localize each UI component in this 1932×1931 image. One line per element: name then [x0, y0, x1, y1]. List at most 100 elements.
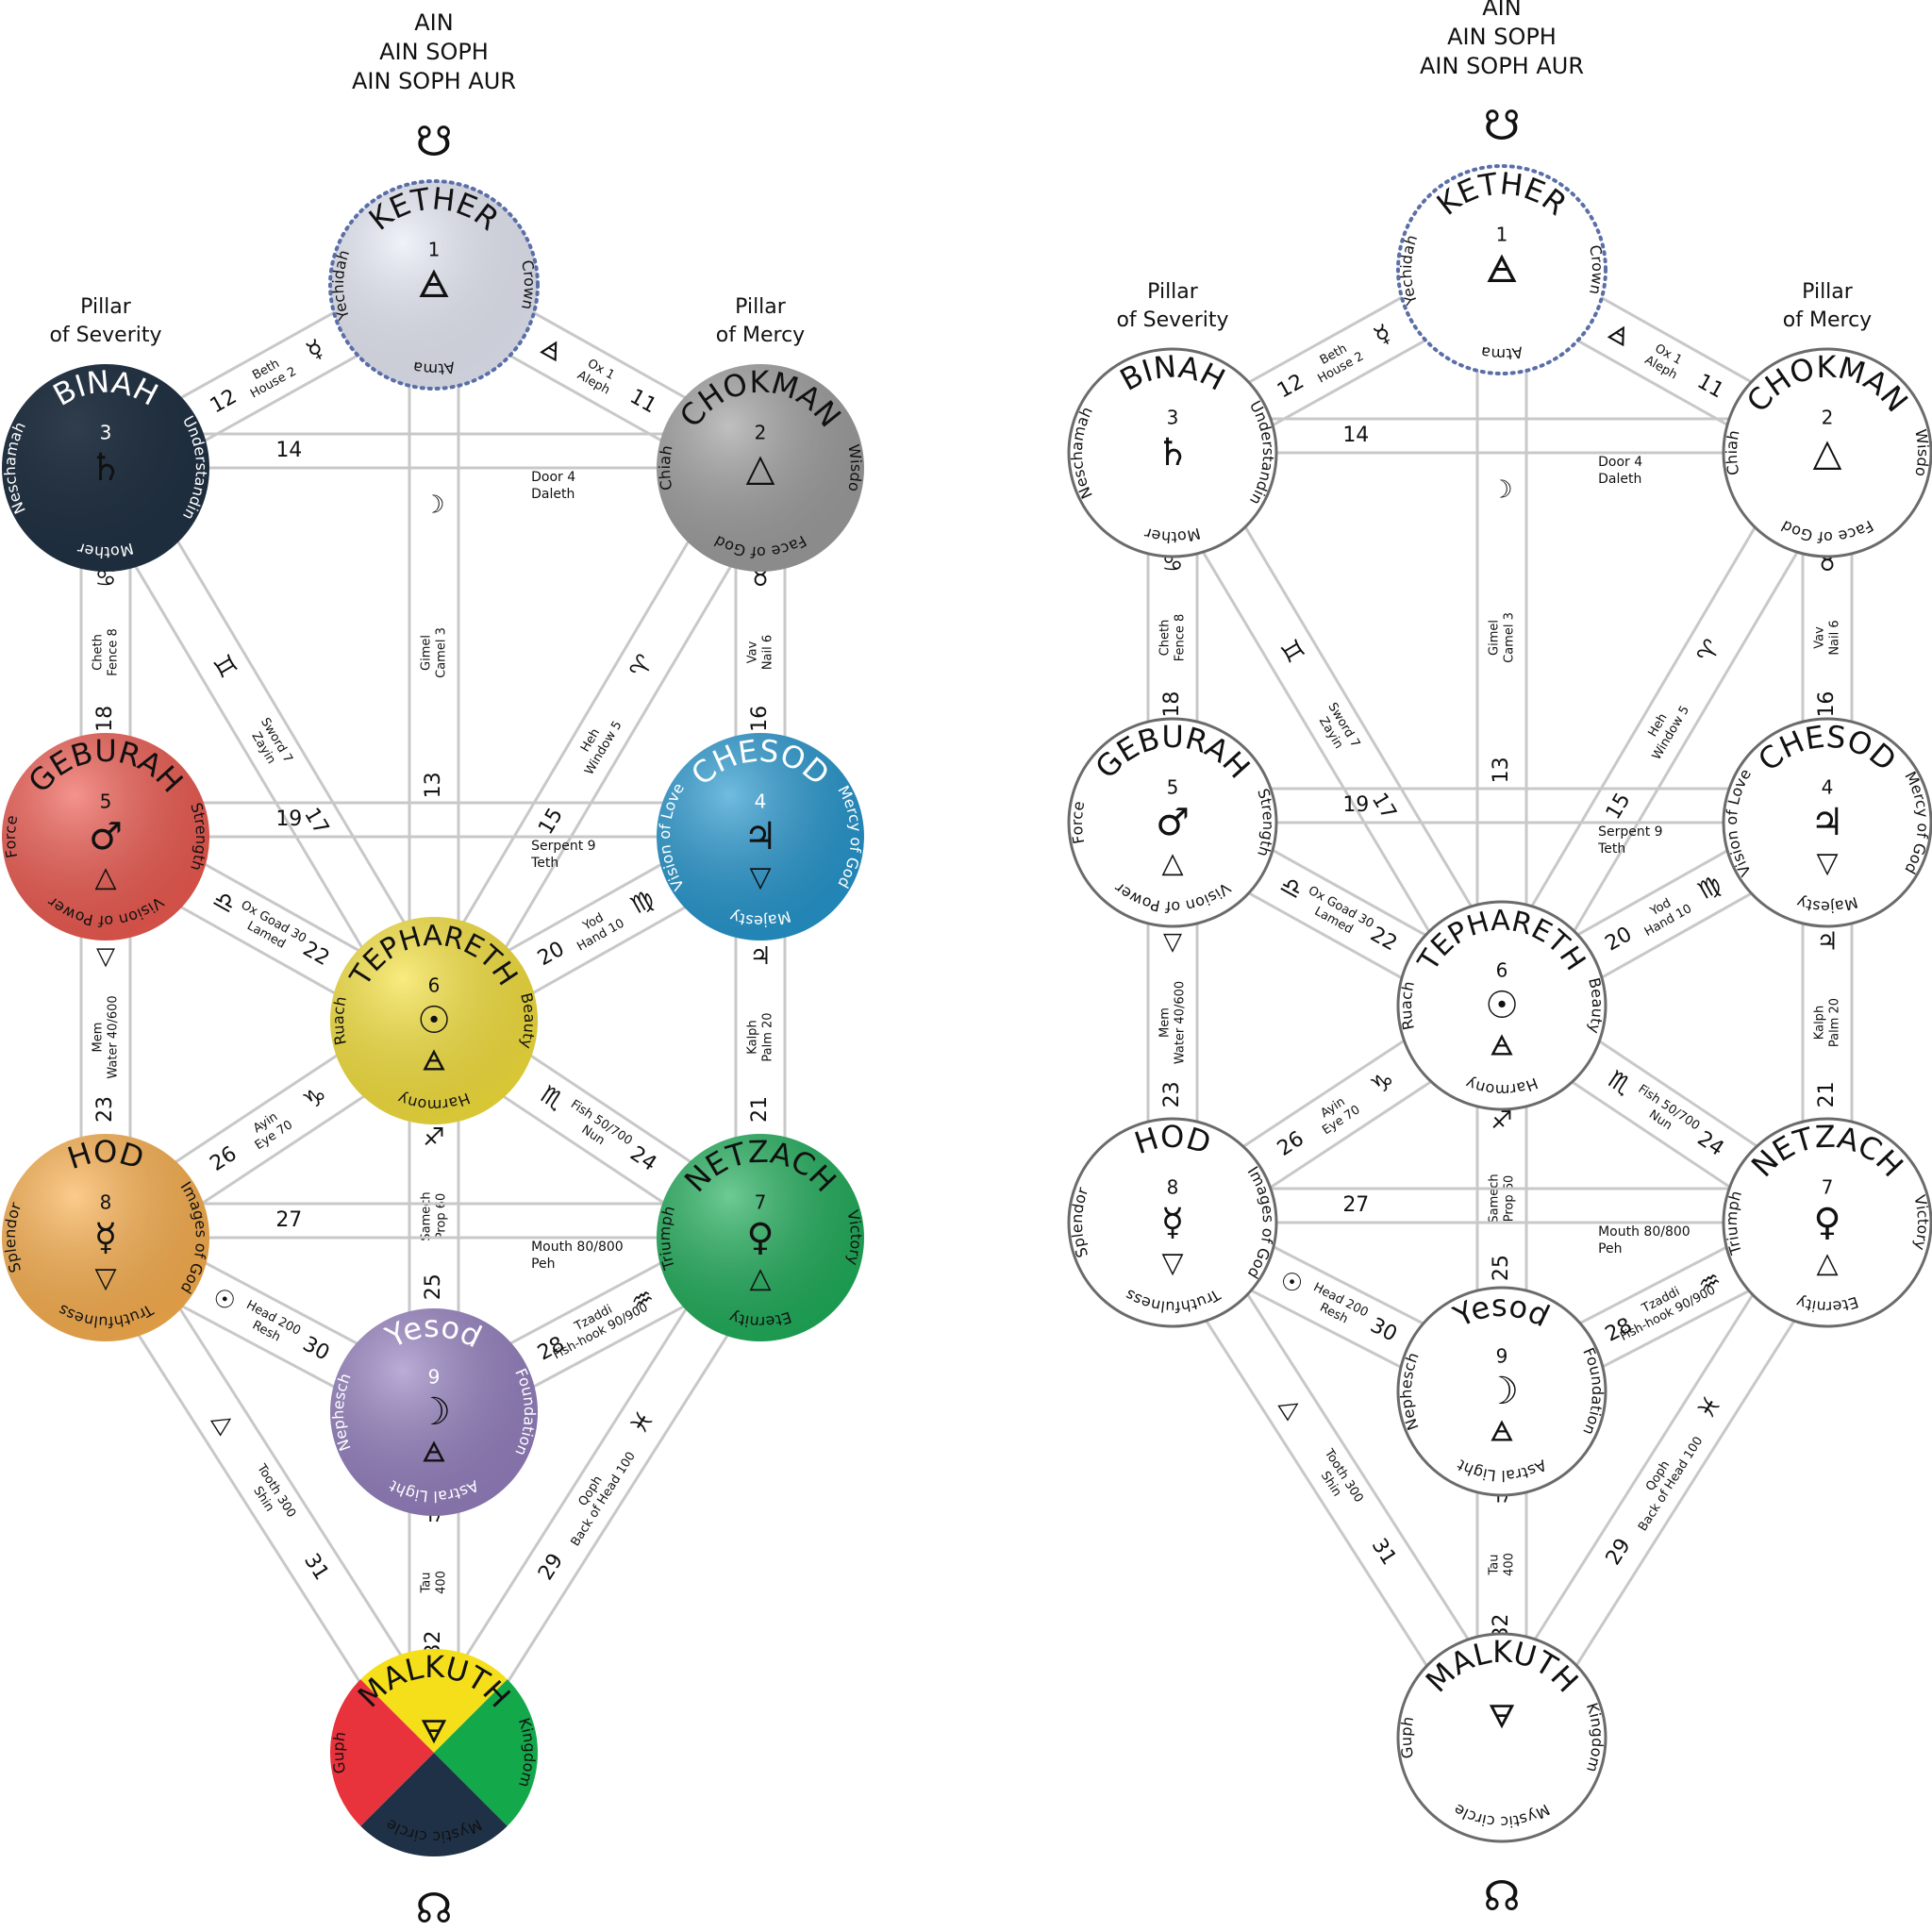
path-number: 12: [1274, 370, 1308, 403]
pillar-of-mercy-label: Pillar of Mercy: [1783, 280, 1872, 332]
sephirah-element-icon: △: [749, 1262, 771, 1295]
path-number: 25: [422, 1273, 445, 1300]
path-number: 22: [299, 938, 334, 971]
path-sign-icon: ☽: [1491, 476, 1512, 505]
path-sign-icon: ♈: [625, 650, 660, 683]
pillar-of-mercy-label: Pillar of Mercy: [716, 295, 805, 347]
path-sign-icon: ♃: [1816, 928, 1838, 957]
path-rail: [411, 1224, 741, 1740]
ain-heading: AIN AIN SOPH AIN SOPH AUR ☋: [1420, 0, 1584, 150]
path-14: 14: [106, 432, 760, 470]
path-letter: Tau: [1488, 1555, 1502, 1576]
path-letter: Cheth: [92, 634, 106, 671]
path-letter: Gimel: [1488, 620, 1502, 656]
sephirah-left-word: Chiah: [1723, 429, 1743, 477]
path-sign-icon: ▽: [1163, 928, 1182, 957]
sephirah-planet-icon: 🜃: [420, 1714, 448, 1752]
pillar-severity-line-2: of Severity: [1116, 308, 1228, 332]
sephirah-shade: [330, 917, 538, 1124]
path-number: 21: [748, 1096, 772, 1123]
sephirah-element-icon: △: [1816, 1247, 1838, 1280]
path-number: 14: [1342, 424, 1369, 447]
path-sign-icon: ♏: [1602, 1065, 1636, 1101]
sephirah-disc: [1396, 1632, 1607, 1843]
sephirah-element-icon: △: [1161, 847, 1183, 880]
pillar-severity-line-2: of Severity: [49, 324, 161, 347]
path-letter: Peh: [1598, 1241, 1622, 1257]
path-letter-name: Door 4: [1598, 455, 1642, 470]
path-number: 18: [1160, 691, 1184, 718]
path-letter-name: Palm 20: [1828, 998, 1842, 1047]
path-sign-icon: ♐: [1491, 1107, 1512, 1135]
path-sign-icon: ♊: [1274, 635, 1309, 668]
path-number: 23: [93, 1096, 117, 1123]
path-rail: [125, 1224, 457, 1740]
sephirah-right-word: Crown: [518, 258, 539, 311]
ain-line-2: AIN SOPH: [379, 39, 489, 65]
path-letter: Vav: [746, 641, 760, 663]
sephirah-element-icon: 🜁: [422, 1437, 446, 1470]
sephirah-planet-icon: ☿: [94, 1216, 118, 1259]
sephirah-disc: [1722, 347, 1932, 558]
path-letter: Mem: [1158, 1007, 1173, 1038]
path-sign-icon: ♎: [208, 885, 241, 921]
path-sign-icon: ♑: [1366, 1065, 1400, 1101]
ain-line-1: AIN: [414, 9, 453, 36]
path-number: 31: [1367, 1535, 1401, 1570]
sephirah-left-word: Force: [1, 814, 21, 859]
path-19: 19: [1173, 787, 1827, 824]
sephirah-number: 5: [1167, 776, 1179, 799]
sephirah-number: 7: [755, 1191, 767, 1214]
path-number: 12: [207, 385, 242, 418]
sephirah-shade: [657, 733, 864, 941]
sephirah-planet-icon: ☽: [1485, 1370, 1519, 1413]
sephirah-left-word: Ruach: [329, 995, 350, 1047]
path-letter-name: Serpent 9: [1598, 824, 1662, 840]
sephirah-disc: [1396, 164, 1607, 375]
path-number: 14: [275, 439, 302, 462]
sephirah-number: 1: [428, 239, 441, 261]
sephirah-shade: [657, 364, 864, 572]
sephirah-planet-icon: ♀: [1813, 1201, 1840, 1244]
path-letter-name: Nail 6: [1828, 620, 1842, 655]
malkuth-quadrant: [360, 1753, 508, 1856]
path-number: 11: [1693, 370, 1728, 404]
sephirah-shade: [330, 1308, 538, 1516]
sephirah-left-word: Force: [1068, 800, 1088, 845]
pillar-mercy-line-2: of Mercy: [1783, 308, 1872, 332]
path-letter: Samech: [1488, 1174, 1502, 1223]
sephirah-ring: [328, 179, 540, 391]
path-sign-icon: ☉: [208, 1282, 241, 1317]
pillar-severity-line-1: Pillar: [80, 295, 132, 319]
ain-line-1: AIN: [1482, 0, 1521, 21]
path-number: 19: [1342, 793, 1369, 817]
path-sign-icon: 🜁: [536, 333, 569, 368]
path-letter: Kalph: [1813, 1006, 1827, 1040]
path-rail: [411, 455, 741, 1009]
path-letter: Teth: [530, 856, 558, 871]
path-sign-icon: 🜁: [1603, 318, 1636, 353]
path-sign-icon: ♑: [298, 1080, 332, 1116]
